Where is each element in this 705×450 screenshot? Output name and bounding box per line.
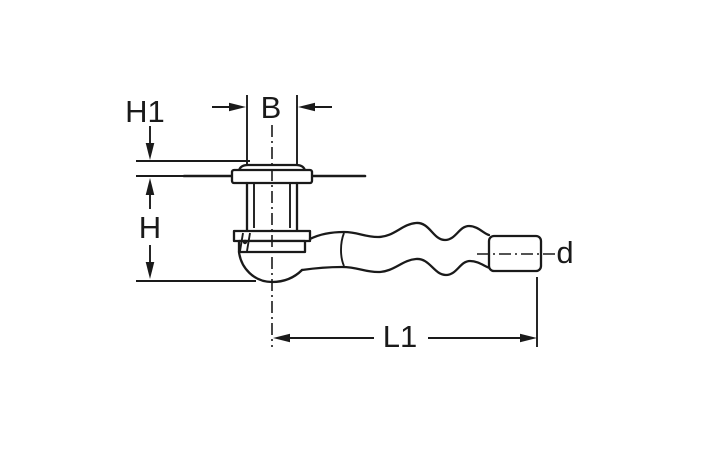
arrowhead-right-icon: [520, 333, 537, 343]
arrowhead-up-icon: [145, 178, 155, 195]
dimension-d: d: [556, 235, 573, 270]
trap-bowl: [237, 250, 304, 284]
center-lines: [271, 125, 557, 347]
dimension-h1: H1: [125, 94, 165, 160]
dimension-label-h: H: [139, 210, 161, 245]
dimension-b: B: [212, 90, 332, 166]
arrowhead-left-icon: [298, 102, 315, 112]
dimension-label-h1: H1: [125, 94, 165, 129]
clamp-detail-line: [239, 232, 244, 252]
clamp-detail-line: [246, 232, 251, 252]
arrowhead-down-icon: [145, 143, 155, 160]
extension-lines-left: [136, 160, 256, 282]
dimension-label-l1: L1: [383, 319, 417, 354]
dimension-h: H: [139, 178, 161, 279]
outlet-hose-bottom: [300, 257, 492, 277]
dimension-label-b: B: [261, 90, 282, 125]
clamp-screw-icon: [242, 239, 248, 245]
drain-trap-drawing: [182, 163, 543, 284]
outlet-hose-top: [308, 221, 491, 242]
hose-joint-seam: [340, 232, 345, 267]
arrowhead-down-icon: [145, 262, 155, 279]
arrowhead-right-icon: [229, 102, 246, 112]
dimension-label-d: d: [556, 235, 573, 270]
dimension-l1: L1: [273, 277, 538, 354]
arrowhead-left-icon: [273, 333, 290, 343]
